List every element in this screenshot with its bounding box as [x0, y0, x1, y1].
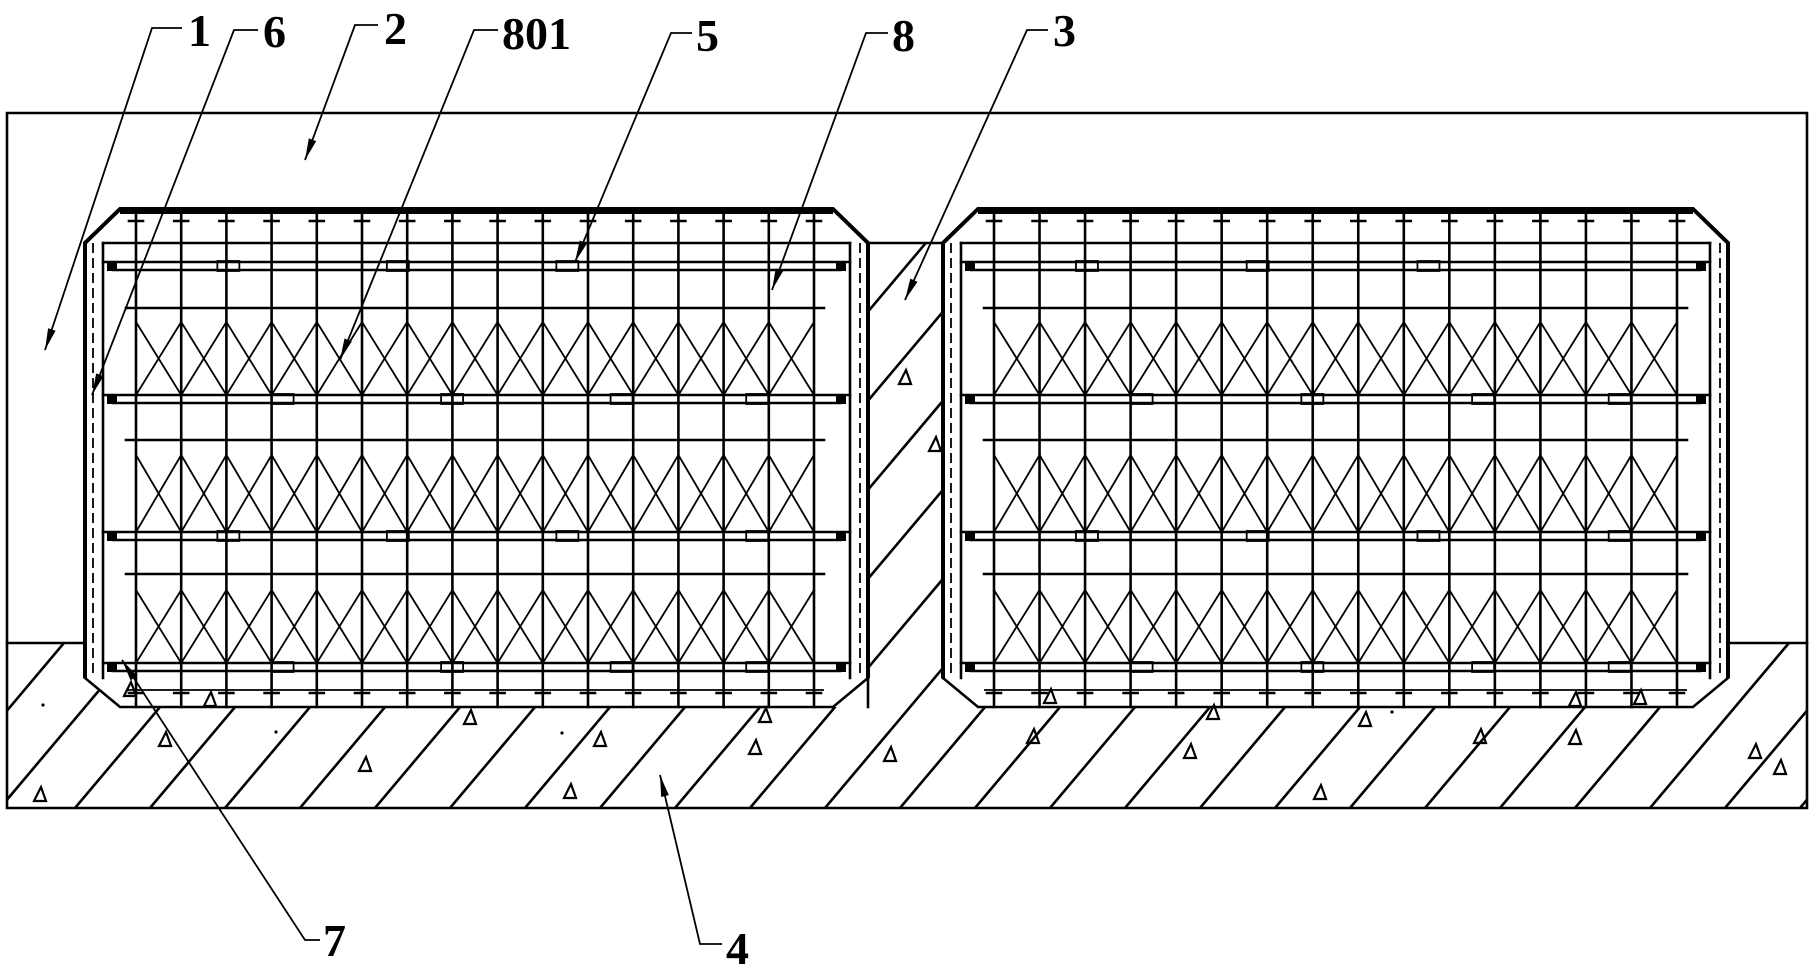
label-7: 7: [323, 915, 346, 966]
leader-line: [122, 660, 320, 940]
aggregate-triangle: [759, 708, 771, 722]
label-3: 3: [1053, 5, 1076, 56]
label-6: 6: [263, 6, 286, 57]
anchor-node: [836, 394, 846, 404]
aggregate-triangle: [1359, 712, 1371, 726]
leader-arrowhead: [660, 775, 669, 797]
leader-arrowhead: [772, 268, 783, 290]
leader-arrowhead: [45, 328, 56, 350]
aggregate-triangle: [204, 692, 216, 706]
anchor-node: [1696, 531, 1706, 541]
left-tunnel-structure: [85, 209, 868, 707]
leader-line: [905, 30, 1048, 300]
leader-line: [305, 25, 378, 160]
hatch-line: [1800, 143, 1820, 808]
anchor-node: [107, 531, 117, 541]
aggregate-triangle: [1044, 689, 1056, 703]
aggregate-triangle: [359, 757, 371, 771]
leader-arrowhead: [340, 338, 352, 360]
tunnel-shell: [85, 209, 868, 678]
leader-line: [660, 775, 722, 944]
concrete-aggregate-marks: [34, 370, 1786, 801]
anchor-node: [965, 531, 975, 541]
anchor-node: [836, 662, 846, 672]
aggregate-dot: [41, 703, 44, 706]
aggregate-triangle: [884, 747, 896, 761]
aggregate-triangle: [1184, 744, 1196, 758]
aggregate-triangle: [1749, 744, 1761, 758]
aggregate-triangle: [1314, 785, 1326, 799]
aggregate-triangle: [1774, 760, 1786, 774]
tunnel-bottom: [943, 678, 1728, 707]
anchor-node: [965, 662, 975, 672]
anchor-node: [1696, 662, 1706, 672]
hatch-line: [0, 143, 35, 808]
tunnel-shell: [943, 209, 1728, 678]
callout-leaders: [45, 25, 1048, 944]
aggregate-triangle: [899, 370, 911, 384]
anchor-node: [1696, 394, 1706, 404]
leader-line: [772, 33, 888, 290]
anchor-node: [107, 394, 117, 404]
label-5: 5: [696, 10, 719, 61]
leader-arrowhead: [305, 138, 316, 160]
aggregate-triangle: [749, 740, 761, 754]
leader-line: [45, 28, 182, 350]
label-801: 801: [502, 8, 571, 59]
right-tunnel-structure: [943, 209, 1728, 707]
aggregate-triangle: [929, 437, 941, 451]
aggregate-triangle: [564, 784, 576, 798]
aggregate-dot: [560, 731, 563, 734]
anchor-node: [107, 662, 117, 672]
label-8: 8: [892, 10, 915, 61]
aggregate-dot: [1390, 710, 1393, 713]
aggregate-triangle: [1569, 730, 1581, 744]
leader-line: [340, 30, 498, 360]
label-4: 4: [726, 923, 749, 974]
anchor-node: [836, 531, 846, 541]
leader-arrowhead: [905, 279, 918, 300]
tunnel-bottom: [85, 678, 868, 707]
aggregate-dot: [274, 730, 277, 733]
label-2: 2: [384, 3, 407, 54]
aggregate-triangle: [464, 710, 476, 724]
label-1: 1: [188, 5, 211, 56]
anchor-node: [965, 394, 975, 404]
anchor-node: [836, 261, 846, 271]
aggregate-triangle: [159, 732, 171, 746]
anchor-node: [1696, 261, 1706, 271]
anchor-node: [107, 261, 117, 271]
aggregate-triangle: [34, 787, 46, 801]
aggregate-triangle: [594, 732, 606, 746]
anchor-node: [965, 261, 975, 271]
